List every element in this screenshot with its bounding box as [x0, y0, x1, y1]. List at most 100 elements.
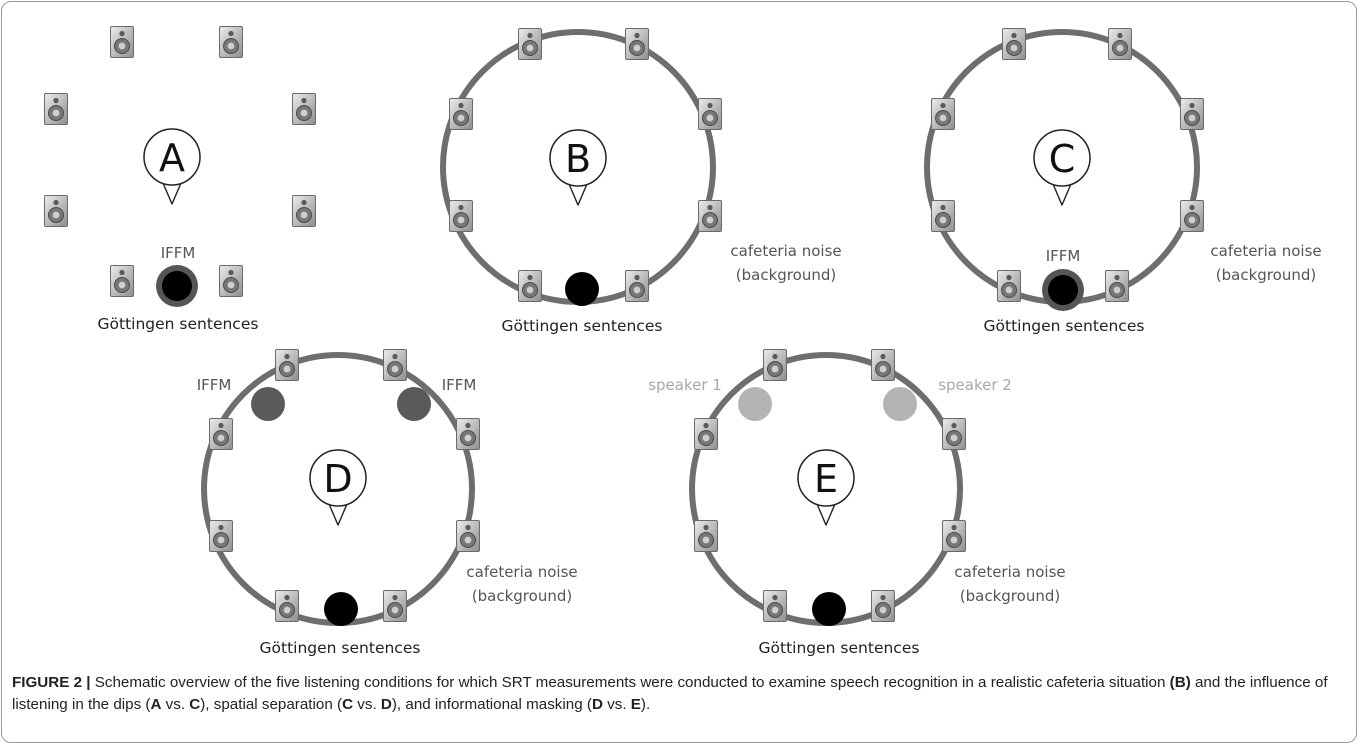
caption-text: ), and informational masking ( [391, 696, 592, 713]
panel-A: A IFFM Göttingen sentences [44, 26, 316, 333]
panel-D: D IFFM IFFM Göttingen sentences cafeteri… [197, 349, 578, 657]
caption-text: ). [640, 696, 651, 713]
loudspeaker-icon [1180, 98, 1204, 130]
caption-text: vs. [353, 696, 381, 713]
listener-pin-icon: B [549, 129, 607, 206]
loudspeaker-icon [763, 590, 787, 622]
loudspeaker-icon [625, 270, 649, 302]
loudspeaker-icon [44, 93, 68, 125]
listener-pin-icon: C [1033, 129, 1091, 206]
loudspeaker-icon [219, 26, 243, 58]
noise-label: cafeteria noise [1210, 242, 1321, 260]
loudspeaker-icon [942, 418, 966, 450]
ifm-source-right [397, 387, 431, 421]
caption-ref-b: (B) [1169, 674, 1191, 691]
caption-text: Schematic overview of the five listening… [90, 674, 1170, 691]
caption-text: ), spatial separation ( [200, 696, 343, 713]
loudspeaker-icon [292, 93, 316, 125]
condition-letter: A [159, 136, 185, 180]
figure-label: FIGURE 2 | [12, 674, 91, 691]
noise-label: cafeteria noise [954, 563, 1065, 581]
sentences-label: Göttingen sentences [260, 639, 421, 657]
caption-text: vs. [602, 696, 631, 713]
ifm-label-right: IFFM [442, 376, 477, 394]
loudspeaker-icon [292, 195, 316, 227]
loudspeaker-icon [625, 28, 649, 60]
caption-ref-a: A [150, 696, 162, 713]
loudspeaker-icon [209, 520, 233, 552]
listener-pin-icon: A [143, 128, 201, 205]
sentences-label: Göttingen sentences [502, 317, 663, 335]
loudspeaker-icon [698, 98, 722, 130]
noise-label: cafeteria noise [730, 242, 841, 260]
ifm-label: IFFM [1046, 247, 1081, 265]
speaker-1-label: speaker 1 [648, 376, 722, 394]
noise-label-background: (background) [960, 587, 1060, 605]
loudspeaker-icon [1105, 270, 1129, 302]
panel-B: B Göttingen sentences cafeteria noise (b… [440, 28, 842, 335]
caption-ref-d: D [591, 696, 603, 713]
loudspeaker-icon [763, 349, 787, 381]
caption-ref-c: C [342, 696, 354, 713]
sentences-label: Göttingen sentences [984, 317, 1145, 335]
loudspeaker-icon [1108, 28, 1132, 60]
condition-letter: C [1049, 137, 1076, 181]
speech-source [162, 271, 192, 301]
noise-label-background: (background) [472, 587, 572, 605]
speech-source [1048, 275, 1078, 305]
loudspeaker-icon [383, 349, 407, 381]
loudspeaker-icon [456, 418, 480, 450]
noise-label: cafeteria noise [466, 563, 577, 581]
loudspeaker-icon [219, 265, 243, 297]
loudspeaker-icon [383, 590, 407, 622]
noise-label-background: (background) [1216, 266, 1316, 284]
loudspeaker-icon [110, 26, 134, 58]
loudspeaker-icon [275, 349, 299, 381]
ifm-label: IFFM [161, 244, 196, 262]
loudspeaker-icon [931, 98, 955, 130]
loudspeaker-icon [871, 349, 895, 381]
loudspeaker-icon [449, 200, 473, 232]
loudspeaker-icon [931, 200, 955, 232]
speech-source [565, 272, 599, 306]
loudspeaker-icon [997, 270, 1021, 302]
condition-letter: E [814, 457, 838, 501]
caption-ref-d: D [380, 696, 392, 713]
loudspeaker-icon [1002, 28, 1026, 60]
figure-caption: FIGURE 2 | Schematic overview of the fiv… [12, 672, 1342, 716]
loudspeaker-icon [942, 520, 966, 552]
ifm-source-left [251, 387, 285, 421]
caption-ref-e: E [630, 696, 641, 713]
caption-text: vs. [161, 696, 190, 713]
loudspeaker-icon [694, 520, 718, 552]
panel-C: C IFFM Göttingen sentences cafeteria noi… [924, 28, 1322, 335]
loudspeaker-icon [44, 195, 68, 227]
caption-text: and the influence of listening in the di… [12, 674, 1328, 713]
loudspeaker-icon [449, 98, 473, 130]
loudspeaker-icon [698, 200, 722, 232]
listener-pin-icon: E [797, 449, 855, 526]
listening-conditions-diagram: A IFFM Göttingen sentences B Göttingen s… [44, 26, 1322, 657]
loudspeaker-icon [694, 418, 718, 450]
sentences-label: Göttingen sentences [759, 639, 920, 657]
loudspeaker-icon [518, 28, 542, 60]
speech-source [812, 592, 846, 626]
caption-ref-c: C [189, 696, 201, 713]
loudspeaker-icon [456, 520, 480, 552]
condition-letter: D [323, 457, 352, 501]
competing-speaker-1 [738, 387, 772, 421]
loudspeaker-icon [209, 418, 233, 450]
condition-letter: B [565, 137, 591, 181]
loudspeaker-icon [110, 265, 134, 297]
speaker-2-label: speaker 2 [938, 376, 1012, 394]
loudspeaker-icon [1180, 200, 1204, 232]
competing-speaker-2 [883, 387, 917, 421]
ifm-label-left: IFFM [197, 376, 232, 394]
loudspeaker-icon [518, 270, 542, 302]
loudspeaker-icon [275, 590, 299, 622]
panel-E: E speaker 1 speaker 2 Göttingen sentence… [648, 349, 1066, 657]
noise-label-background: (background) [736, 266, 836, 284]
listener-pin-icon: D [309, 449, 367, 526]
speech-source [324, 592, 358, 626]
